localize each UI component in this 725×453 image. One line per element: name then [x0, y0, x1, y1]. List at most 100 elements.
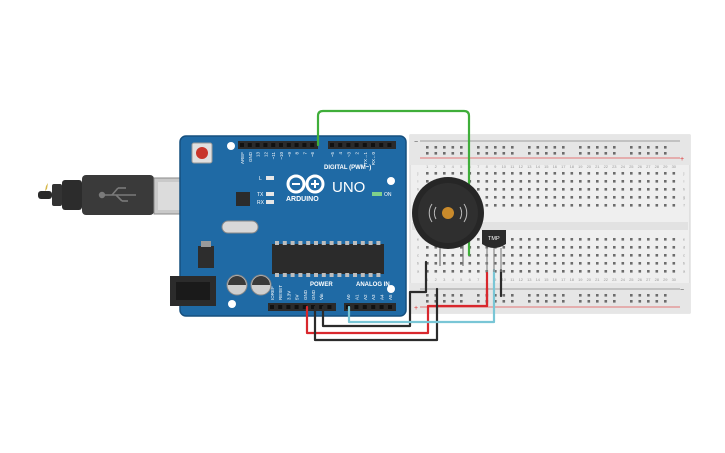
breadboard-hole[interactable]: [647, 180, 650, 183]
breadboard-hole[interactable]: [621, 196, 625, 199]
breadboard-hole[interactable]: [511, 188, 514, 191]
breadboard-hole[interactable]: [562, 262, 565, 265]
breadboard-hole[interactable]: [443, 254, 446, 257]
breadboard-hole[interactable]: [638, 300, 642, 303]
breadboard-hole[interactable]: [511, 172, 514, 175]
breadboard-hole[interactable]: [664, 172, 667, 175]
breadboard-hole[interactable]: [434, 172, 438, 175]
breadboard-hole[interactable]: [655, 180, 659, 183]
wire-green-pin8-to-buzzer[interactable]: [316, 109, 471, 257]
breadboard-hole[interactable]: [477, 246, 480, 249]
breadboard-hole[interactable]: [638, 270, 642, 273]
breadboard-hole[interactable]: [434, 254, 438, 257]
breadboard-hole[interactable]: [655, 196, 659, 199]
header-hole[interactable]: [371, 143, 375, 147]
breadboard-hole[interactable]: [664, 188, 667, 191]
breadboard-hole[interactable]: [621, 238, 625, 241]
breadboard-hole[interactable]: [460, 146, 463, 149]
header-hole[interactable]: [302, 305, 307, 309]
breadboard-hole[interactable]: [477, 238, 480, 241]
header-hole[interactable]: [379, 305, 384, 309]
breadboard-hole[interactable]: [621, 262, 625, 265]
breadboard-hole[interactable]: [562, 246, 565, 249]
breadboard-hole[interactable]: [553, 254, 557, 257]
reset-button[interactable]: [191, 142, 213, 164]
breadboard-hole[interactable]: [553, 180, 557, 183]
breadboard-hole[interactable]: [460, 300, 463, 303]
breadboard-hole[interactable]: [528, 238, 531, 241]
breadboard-hole[interactable]: [562, 294, 565, 297]
breadboard-hole[interactable]: [570, 196, 574, 199]
header-hole[interactable]: [310, 143, 315, 147]
breadboard-hole[interactable]: [604, 246, 608, 249]
breadboard-hole[interactable]: [621, 172, 625, 175]
breadboard-hole[interactable]: [672, 238, 676, 241]
breadboard-hole[interactable]: [630, 188, 633, 191]
breadboard-hole[interactable]: [596, 196, 599, 199]
breadboard-hole[interactable]: [426, 146, 429, 149]
breadboard-hole[interactable]: [536, 188, 540, 191]
breadboard-hole[interactable]: [494, 172, 497, 175]
breadboard-hole[interactable]: [485, 146, 489, 149]
breadboard-hole[interactable]: [604, 172, 608, 175]
breadboard-hole[interactable]: [502, 172, 506, 175]
breadboard-hole[interactable]: [451, 300, 455, 303]
breadboard-hole[interactable]: [528, 270, 531, 273]
breadboard-hole[interactable]: [528, 180, 531, 183]
breadboard-hole[interactable]: [587, 294, 591, 297]
breadboard-hole[interactable]: [519, 180, 523, 183]
breadboard-hole[interactable]: [655, 146, 659, 149]
breadboard-hole[interactable]: [664, 238, 667, 241]
breadboard-hole[interactable]: [553, 146, 557, 149]
temperature-sensor[interactable]: TMP: [482, 230, 506, 272]
header-hole[interactable]: [319, 305, 324, 309]
header-hole[interactable]: [338, 143, 343, 147]
breadboard-hole[interactable]: [562, 188, 565, 191]
header-hole[interactable]: [270, 305, 274, 309]
header-hole[interactable]: [362, 305, 367, 309]
header-hole[interactable]: [346, 143, 351, 147]
breadboard-hole[interactable]: [570, 238, 574, 241]
breadboard-hole[interactable]: [502, 180, 506, 183]
breadboard-hole[interactable]: [630, 300, 633, 303]
breadboard-hole[interactable]: [630, 246, 633, 249]
breadboard-hole[interactable]: [477, 146, 480, 149]
breadboard-hole[interactable]: [638, 238, 642, 241]
breadboard-hole[interactable]: [528, 254, 531, 257]
breadboard-hole[interactable]: [664, 262, 667, 265]
breadboard-hole[interactable]: [664, 152, 667, 155]
breadboard-hole[interactable]: [545, 204, 548, 207]
breadboard-hole[interactable]: [604, 196, 608, 199]
breadboard-hole[interactable]: [630, 180, 633, 183]
breadboard-hole[interactable]: [613, 188, 616, 191]
header-hole[interactable]: [387, 143, 392, 147]
breadboard-hole[interactable]: [545, 294, 548, 297]
breadboard-hole[interactable]: [443, 172, 446, 175]
breadboard-hole[interactable]: [434, 246, 438, 249]
breadboard-hole[interactable]: [545, 262, 548, 265]
breadboard-hole[interactable]: [647, 204, 650, 207]
breadboard-hole[interactable]: [596, 300, 599, 303]
breadboard-hole[interactable]: [672, 270, 676, 273]
breadboard-hole[interactable]: [672, 254, 676, 257]
breadboard-hole[interactable]: [434, 146, 438, 149]
breadboard-hole[interactable]: [528, 196, 531, 199]
breadboard-hole[interactable]: [460, 152, 463, 155]
breadboard-hole[interactable]: [536, 294, 540, 297]
breadboard-hole[interactable]: [664, 294, 667, 297]
breadboard-hole[interactable]: [579, 270, 582, 273]
breadboard-hole[interactable]: [511, 146, 514, 149]
breadboard-hole[interactable]: [630, 204, 633, 207]
breadboard-hole[interactable]: [545, 238, 548, 241]
header-hole[interactable]: [330, 143, 334, 147]
breadboard-hole[interactable]: [587, 246, 591, 249]
breadboard-hole[interactable]: [477, 294, 480, 297]
breadboard-hole[interactable]: [553, 294, 557, 297]
breadboard-hole[interactable]: [536, 300, 540, 303]
breadboard-hole[interactable]: [596, 204, 599, 207]
breadboard-hole[interactable]: [655, 238, 659, 241]
breadboard-hole[interactable]: [502, 300, 506, 303]
breadboard-hole[interactable]: [613, 262, 616, 265]
breadboard-hole[interactable]: [477, 254, 480, 257]
breadboard-hole[interactable]: [621, 180, 625, 183]
